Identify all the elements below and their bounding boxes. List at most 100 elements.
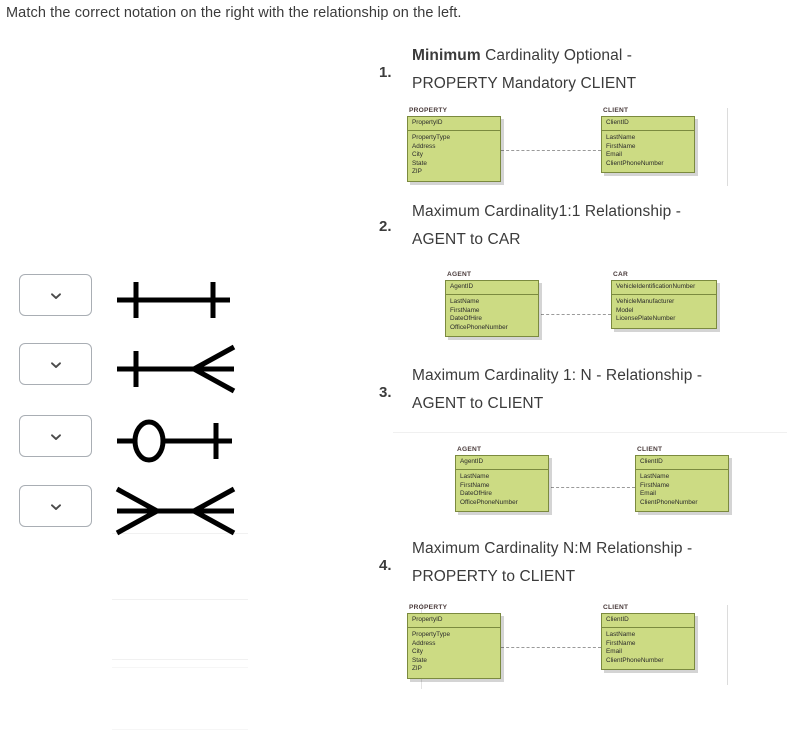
chevron-down-icon [50,358,62,370]
chevron-down-icon [50,289,62,301]
relationship-line [541,314,611,315]
entity-name: CLIENT [637,446,663,453]
answer-select-1[interactable] [19,274,92,316]
attribute: OfficePhoneNumber [460,498,518,506]
question-2: 2. Maximum Cardinality1:1 Relationship -… [375,198,805,356]
entity-key: AgentID [456,456,548,471]
question-3-text: Maximum Cardinality 1: N - Relationship … [412,362,712,418]
attribute: DateOfHire [450,315,482,323]
entity-client: CLIENT ClientID LastName FirstName Email… [635,446,729,513]
question-1-text: Minimum Cardinality Optional - PROPERTY … [412,42,712,98]
notation-many-to-many [112,483,252,539]
entity-attributes: PropertyType Address City State ZIP [408,628,500,678]
attribute: Email [640,490,656,498]
answer-select-3[interactable] [19,415,92,457]
entity-key: ClientID [602,117,694,132]
attribute: FirstName [606,639,636,647]
attribute: LastName [606,134,636,142]
attribute: VehicleManufacturer [616,298,675,306]
question-4-number: 4. [379,557,392,574]
question-3-title-rest: Maximum Cardinality 1: N - Relationship … [412,367,703,412]
entity-attributes: LastName FirstName Email ClientPhoneNumb… [636,470,728,511]
attribute: ClientPhoneNumber [606,656,664,664]
entity-key: VehicleIdentificationNumber [612,281,716,296]
entity-name: CLIENT [603,107,629,114]
divider [112,667,248,668]
entity-name: AGENT [447,271,472,278]
notation-optional-to-mandatory [112,413,252,469]
attribute: State [412,159,427,167]
entity-agent: AGENT AgentID LastName FirstName DateOfH… [455,446,549,513]
attribute: Email [606,151,622,159]
attribute: ClientPhoneNumber [640,498,698,506]
notation-one-to-many [112,341,252,397]
question-3-number: 3. [379,384,392,401]
entity-attributes: LastName FirstName DateOfHire OfficePhon… [456,470,548,511]
entity-attributes: LastName FirstName DateOfHire OfficePhon… [446,295,538,336]
entity-property: PROPERTY PropertyID PropertyType Address… [407,604,501,680]
notation-one-to-one [112,272,252,328]
entity-attributes: PropertyType Address City State ZIP [408,131,500,181]
erd-diagram-4: PROPERTY PropertyID PropertyType Address… [397,603,805,689]
entity-name: CLIENT [603,604,629,611]
question-2-text: Maximum Cardinality1:1 Relationship - AG… [412,198,712,254]
attribute: OfficePhoneNumber [450,323,508,331]
attribute: Email [606,648,622,656]
question-1-number: 1. [379,64,392,81]
answer-column [0,262,262,730]
answer-select-4[interactable] [19,485,92,527]
attribute: LastName [450,298,480,306]
entity-client: CLIENT ClientID LastName FirstName Email… [601,604,695,671]
attribute: LicensePlateNumber [616,315,676,323]
attribute: DateOfHire [460,490,492,498]
attribute: Address [412,142,436,150]
relationship-line [551,487,635,488]
erd-diagram-3: AGENT AgentID LastName FirstName DateOfH… [397,445,805,529]
question-1: 1. Minimum Cardinality Optional - PROPER… [375,42,805,192]
entity-key: AgentID [446,281,538,296]
entity-key: ClientID [602,614,694,629]
attribute: Address [412,639,436,647]
entity-agent: AGENT AgentID LastName FirstName DateOfH… [445,271,539,338]
attribute: PropertyType [412,631,451,639]
divider [112,729,248,730]
attribute: LastName [606,631,636,639]
erd-diagram-1: PROPERTY PropertyID PropertyType Address… [397,106,805,192]
relationship-line [501,647,601,648]
question-1-title-bold: Minimum [412,47,481,64]
attribute: LastName [640,473,670,481]
entity-key: PropertyID [408,614,500,629]
entity-attributes: LastName FirstName Email ClientPhoneNumb… [602,628,694,669]
attribute: State [412,656,427,664]
page-title: Match the correct notation on the right … [6,5,462,21]
entity-attributes: VehicleManufacturer Model LicensePlateNu… [612,295,716,328]
section-divider [393,432,787,433]
entity-key: PropertyID [408,117,500,132]
entity-client: CLIENT ClientID LastName FirstName Email… [601,107,695,174]
attribute: FirstName [460,481,490,489]
chevron-down-icon [50,500,62,512]
answer-select-2[interactable] [19,343,92,385]
divider [112,599,248,600]
relationship-line [501,150,601,151]
chevron-down-icon [50,430,62,442]
question-2-title-rest: Maximum Cardinality1:1 Relationship - AG… [412,203,682,248]
question-column: 1. Minimum Cardinality Optional - PROPER… [375,42,805,689]
attribute: FirstName [640,481,670,489]
entity-name: AGENT [457,446,482,453]
attribute: LastName [460,473,490,481]
entity-car: CAR VehicleIdentificationNumber VehicleM… [611,271,717,329]
entity-property: PROPERTY PropertyID PropertyType Address… [407,107,501,183]
entity-name: PROPERTY [409,107,448,114]
attribute: ZIP [412,168,422,176]
diagram-edge [727,108,728,186]
question-4-title-rest: Maximum Cardinality N:M Relationship - P… [412,540,693,585]
attribute: FirstName [606,142,636,150]
entity-name: PROPERTY [409,604,448,611]
entity-key: ClientID [636,456,728,471]
answer-row [0,413,262,471]
attribute: Model [616,306,634,314]
answer-row [0,272,262,330]
divider [112,659,248,660]
erd-diagram-2: AGENT AgentID LastName FirstName DateOfH… [397,271,805,356]
